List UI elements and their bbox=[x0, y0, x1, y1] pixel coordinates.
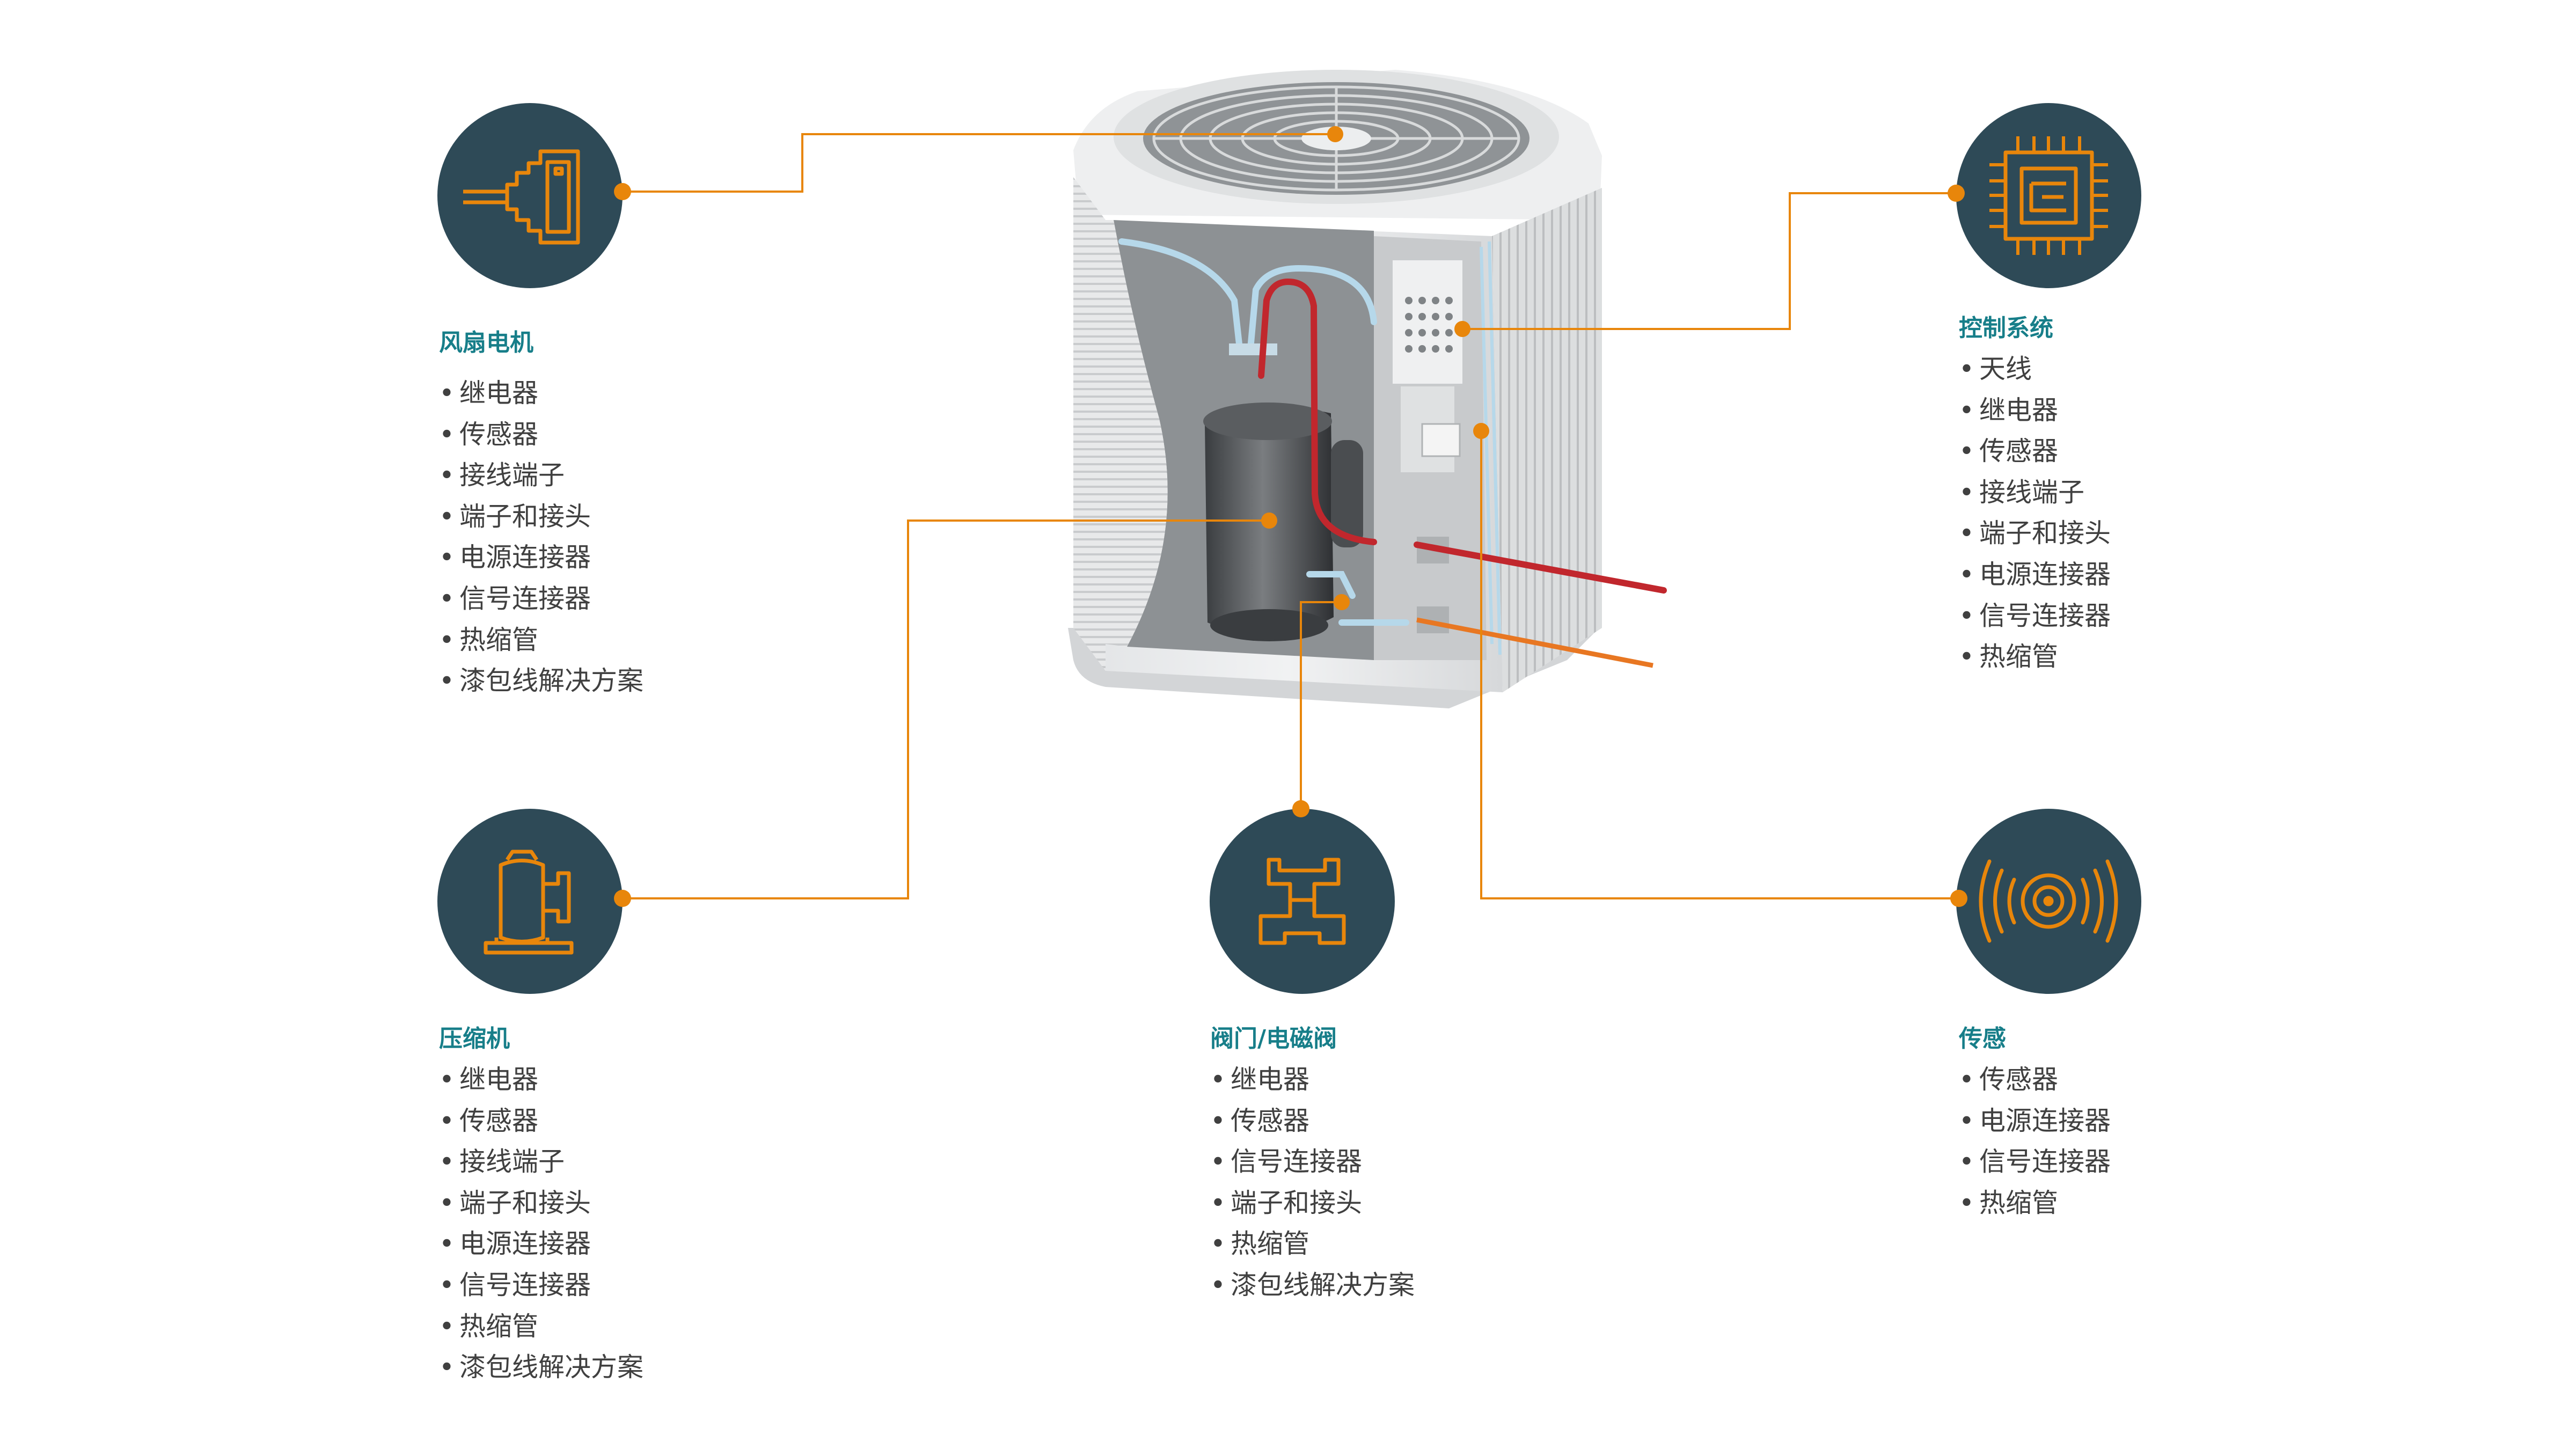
list-item: 电源连接器 bbox=[439, 537, 643, 579]
list-item: 传感器 bbox=[1959, 1059, 2111, 1101]
section-title: 压缩机 bbox=[439, 1025, 510, 1052]
list-item: 电源连接器 bbox=[1959, 1101, 2111, 1142]
list-item: 传感器 bbox=[439, 1101, 643, 1142]
section-title: 传感 bbox=[1959, 1025, 2006, 1052]
connector-dot-fan-motor bbox=[614, 183, 631, 200]
item-list: 天线 继电器 传感器 接线端子 端子和接头 电源连接器 信号连接器 热缩管 bbox=[1959, 349, 2111, 678]
section-fan-motor: 风扇电机 继电器 传感器 接线端子 端子和接头 电源连接器 信号连接器 热缩管 … bbox=[439, 327, 643, 702]
list-item: 信号连接器 bbox=[439, 1265, 643, 1306]
list-item: 信号连接器 bbox=[1959, 596, 2111, 637]
connector-lines bbox=[623, 133, 1959, 899]
connector-dot-compressor bbox=[614, 890, 631, 907]
list-item: 接线端子 bbox=[439, 455, 643, 496]
list-item: 电源连接器 bbox=[439, 1224, 643, 1265]
list-item: 天线 bbox=[1959, 349, 2111, 390]
list-item: 热缩管 bbox=[1959, 636, 2111, 678]
connector-compressor bbox=[623, 519, 1269, 899]
fan-motor-icon bbox=[437, 103, 623, 288]
list-item: 漆包线解决方案 bbox=[439, 1347, 643, 1388]
chip-icon bbox=[1956, 103, 2141, 288]
list-item: 继电器 bbox=[439, 1059, 643, 1101]
section-valve: 阀门/电磁阀 继电器 传感器 信号连接器 端子和接头 热缩管 漆包线解决方案 bbox=[1210, 1023, 1415, 1306]
section-control-system: 控制系统 天线 继电器 传感器 接线端子 端子和接头 电源连接器 信号连接器 热… bbox=[1959, 312, 2111, 678]
list-item: 漆包线解决方案 bbox=[439, 661, 643, 702]
list-item: 电源连接器 bbox=[1959, 554, 2111, 596]
connector-valve bbox=[1300, 601, 1342, 805]
list-item: 端子和接头 bbox=[1210, 1183, 1415, 1224]
section-title: 控制系统 bbox=[1959, 314, 2053, 342]
list-item: 端子和接头 bbox=[439, 496, 643, 538]
list-item: 热缩管 bbox=[1210, 1224, 1415, 1265]
section-compressor: 压缩机 继电器 传感器 接线端子 端子和接头 电源连接器 信号连接器 热缩管 漆… bbox=[439, 1023, 643, 1388]
item-list: 传感器 电源连接器 信号连接器 热缩管 bbox=[1959, 1059, 2111, 1224]
list-item: 热缩管 bbox=[1959, 1183, 2111, 1224]
list-item: 信号连接器 bbox=[1210, 1141, 1415, 1183]
list-item: 继电器 bbox=[1959, 390, 2111, 431]
list-item: 接线端子 bbox=[1959, 472, 2111, 514]
list-item: 端子和接头 bbox=[439, 1183, 643, 1224]
list-item: 热缩管 bbox=[439, 1306, 643, 1348]
compressor-icon bbox=[437, 809, 623, 994]
ac-outdoor-unit bbox=[1068, 70, 1667, 708]
list-item: 继电器 bbox=[439, 373, 643, 414]
list-item: 信号连接器 bbox=[439, 579, 643, 620]
connector-dot-valve bbox=[1292, 800, 1309, 817]
list-item: 传感器 bbox=[439, 414, 643, 456]
section-sensing: 传感 传感器 电源连接器 信号连接器 热缩管 bbox=[1959, 1023, 2111, 1224]
connector-dots bbox=[1261, 126, 1489, 610]
list-item: 信号连接器 bbox=[1959, 1141, 2111, 1183]
connector-dot-sensing bbox=[1950, 890, 1967, 907]
sensor-signal-icon bbox=[1956, 809, 2141, 994]
connector-control-system bbox=[1462, 192, 1956, 330]
section-title: 阀门/电磁阀 bbox=[1210, 1025, 1337, 1052]
list-item: 传感器 bbox=[1210, 1101, 1415, 1142]
valve-icon bbox=[1210, 809, 1395, 994]
list-item: 继电器 bbox=[1210, 1059, 1415, 1101]
list-item: 端子和接头 bbox=[1959, 513, 2111, 554]
connector-dot-control-system bbox=[1948, 185, 1965, 202]
connector-fan-motor bbox=[623, 133, 1335, 193]
item-list: 继电器 传感器 信号连接器 端子和接头 热缩管 漆包线解决方案 bbox=[1210, 1059, 1415, 1306]
item-list: 继电器 传感器 接线端子 端子和接头 电源连接器 信号连接器 热缩管 漆包线解决… bbox=[439, 1059, 643, 1388]
list-item: 热缩管 bbox=[439, 620, 643, 661]
section-title: 风扇电机 bbox=[439, 329, 533, 356]
list-item: 接线端子 bbox=[439, 1141, 643, 1183]
connector-sensing bbox=[1480, 431, 1959, 899]
item-list: 继电器 传感器 接线端子 端子和接头 电源连接器 信号连接器 热缩管 漆包线解决… bbox=[439, 373, 643, 702]
list-item: 传感器 bbox=[1959, 431, 2111, 472]
list-item: 漆包线解决方案 bbox=[1210, 1265, 1415, 1306]
